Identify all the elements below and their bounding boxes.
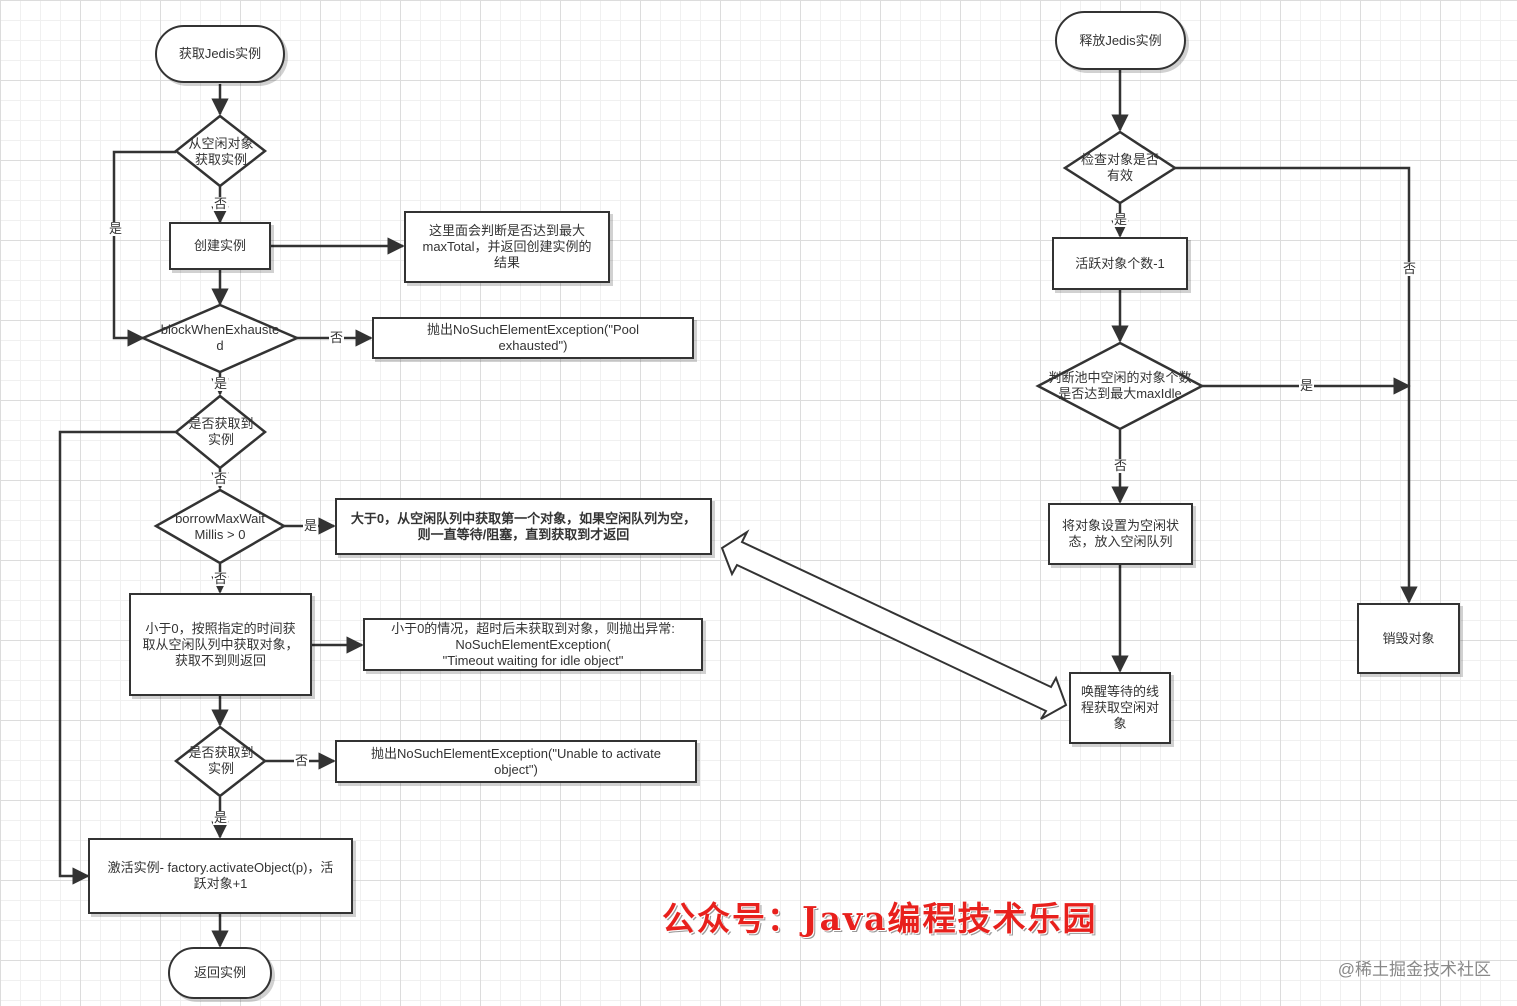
decision-maxidle-label: 判断池中空闲的对象个数 是否达到最大maxIdle <box>1048 370 1192 401</box>
decision-wait-shape <box>153 488 287 565</box>
decision-got2-shape <box>173 725 268 798</box>
pool-exhausted: 抛出NoSuchElementException("Pool exhausted… <box>372 317 694 359</box>
decision-got1-label: 是否获取到 实例 <box>188 416 254 447</box>
decision-block-label: blockWhenExhauste d <box>160 322 280 353</box>
corner-mark: @稀土掘金技术社区 <box>1337 960 1491 979</box>
label-idle-yes: 是 <box>108 221 124 236</box>
create-instance: 创建实例 <box>169 222 271 270</box>
double-arrow-shape <box>720 529 1068 720</box>
decision-got2-label: 是否获取到 实例 <box>188 745 254 776</box>
decision-maxidle-shape <box>1035 341 1205 431</box>
label-wait-yes: 是 <box>303 518 319 533</box>
timeout-note: 小于0的情况，超时后未获取到对象，则抛出异常: NoSuchElementExc… <box>363 618 703 671</box>
decision-valid-label: 检查对象是否 有效 <box>1080 152 1159 183</box>
decision-got1-shape <box>174 394 268 470</box>
timed-fetch: 小于0，按照指定的时间获 取从空闲队列中获取对象， 获取不到则返回 <box>129 593 312 696</box>
watermark-text: 公众号：Java编程技术乐园 <box>662 899 1098 938</box>
edge-idle-yes <box>112 150 176 347</box>
destroy-object: 销毁对象 <box>1357 603 1460 674</box>
label-got2-no: 否 <box>294 753 310 768</box>
edge-valid-no <box>1175 166 1418 604</box>
label-wait-no: 否 <box>213 571 229 586</box>
decision-valid-shape <box>1062 130 1178 205</box>
start-get-jedis: 获取Jedis实例 <box>155 25 285 83</box>
end-return-instance: 返回实例 <box>168 947 272 999</box>
activate-instance: 激活实例- factory.activateObject(p)，活 跃对象+1 <box>88 838 353 914</box>
decision-from-idle-label: 从空闲对象 获取实例 <box>188 136 254 167</box>
start-release-jedis: 释放Jedis实例 <box>1055 11 1186 70</box>
decision-wait-label: borrowMaxWait Millis > 0 <box>175 511 265 542</box>
edge-got1-yes <box>58 430 176 885</box>
label-got2-yes: 是 <box>213 810 229 825</box>
label-block-no: 否 <box>329 330 345 345</box>
label-idle-no: 否 <box>213 196 229 211</box>
label-maxidle-yes: 是 <box>1299 378 1315 393</box>
set-idle-state: 将对象设置为空闲状 态，放入空闲队列 <box>1048 503 1193 565</box>
active-count-decrement: 活跃对象个数-1 <box>1052 237 1188 290</box>
label-valid-yes: 是 <box>1113 212 1129 227</box>
wait-note: 大于0，从空闲队列中获取第一个对象，如果空闲队列为空， 则一直等待/阻塞，直到获… <box>335 498 712 555</box>
label-valid-no: 否 <box>1402 261 1418 276</box>
wake-waiting-thread: 唤醒等待的线 程获取空闲对 象 <box>1069 672 1171 744</box>
label-maxidle-no: 否 <box>1113 458 1129 473</box>
label-block-yes: 是 <box>213 376 229 391</box>
create-note: 这里面会判断是否达到最大 maxTotal，并返回创建实例的 结果 <box>404 211 610 283</box>
decision-from-idle-shape <box>173 114 268 188</box>
unable-activate: 抛出NoSuchElementException("Unable to acti… <box>335 740 697 783</box>
label-got1-no: 否 <box>213 471 229 486</box>
decision-block-shape <box>139 303 301 374</box>
